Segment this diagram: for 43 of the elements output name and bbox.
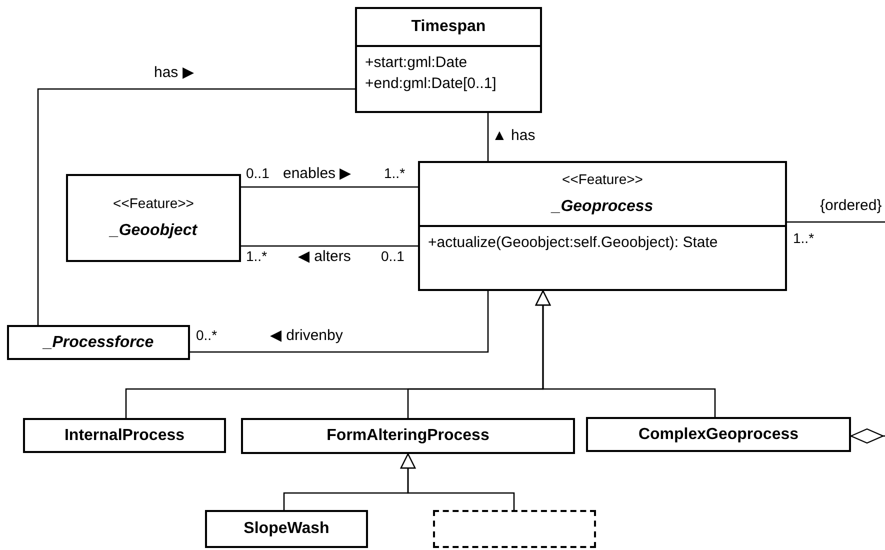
edge-label: has ▶ bbox=[154, 65, 194, 80]
stereotype-text: <<Feature>> bbox=[562, 171, 643, 188]
connector-line bbox=[241, 245, 418, 247]
class-box bbox=[241, 418, 575, 454]
class-box bbox=[205, 510, 368, 548]
class-box bbox=[586, 417, 851, 452]
dashed-class-box bbox=[433, 510, 596, 548]
class-name: ComplexGeoprocess bbox=[638, 424, 799, 444]
connector-line bbox=[850, 428, 885, 444]
class-box bbox=[355, 7, 542, 113]
class-box bbox=[418, 161, 787, 291]
class-name: InternalProcess bbox=[64, 426, 185, 446]
multiplicity-label: 0..1 bbox=[246, 166, 270, 180]
edge-label: ◀ drivenby bbox=[270, 328, 343, 343]
class-box bbox=[66, 174, 241, 262]
connector-line bbox=[241, 186, 418, 188]
connector-line bbox=[487, 113, 489, 161]
multiplicity-label: 0..* bbox=[196, 328, 218, 342]
operation-text: +actualize(Geoobject:self.Geoobject): State bbox=[428, 232, 719, 252]
multiplicity-label: 1..* bbox=[384, 166, 406, 180]
attribute-text: +end:gml:Date[0..1] bbox=[365, 74, 498, 94]
multiplicity-label: 1..* bbox=[793, 231, 814, 245]
class-name: SlopeWash bbox=[244, 519, 330, 539]
edge-label: {ordered} bbox=[820, 198, 882, 213]
connector-line bbox=[190, 291, 489, 353]
connector-line bbox=[787, 221, 885, 223]
multiplicity-label: 0..1 bbox=[381, 249, 404, 263]
edge-label: ◀ alters bbox=[298, 249, 351, 264]
connector-line bbox=[37, 88, 355, 325]
class-name: Timespan bbox=[411, 17, 486, 37]
class-box bbox=[7, 325, 190, 360]
class-name: _Processforce bbox=[43, 332, 154, 352]
edge-label: ▲ has bbox=[492, 128, 536, 143]
multiplicity-label: 1..* bbox=[246, 249, 268, 263]
connector-line bbox=[535, 290, 716, 417]
edge-label: enables ▶ bbox=[283, 166, 352, 181]
class-name: _Geoobject bbox=[110, 220, 198, 241]
class-name: FormAlteringProcess bbox=[326, 426, 490, 446]
class-name: _Geoprocess bbox=[552, 196, 654, 216]
attribute-text: +start:gml:Date bbox=[365, 53, 468, 73]
stereotype-text: <<Feature>> bbox=[113, 195, 194, 213]
class-box bbox=[23, 418, 226, 453]
connector-line bbox=[400, 453, 515, 510]
